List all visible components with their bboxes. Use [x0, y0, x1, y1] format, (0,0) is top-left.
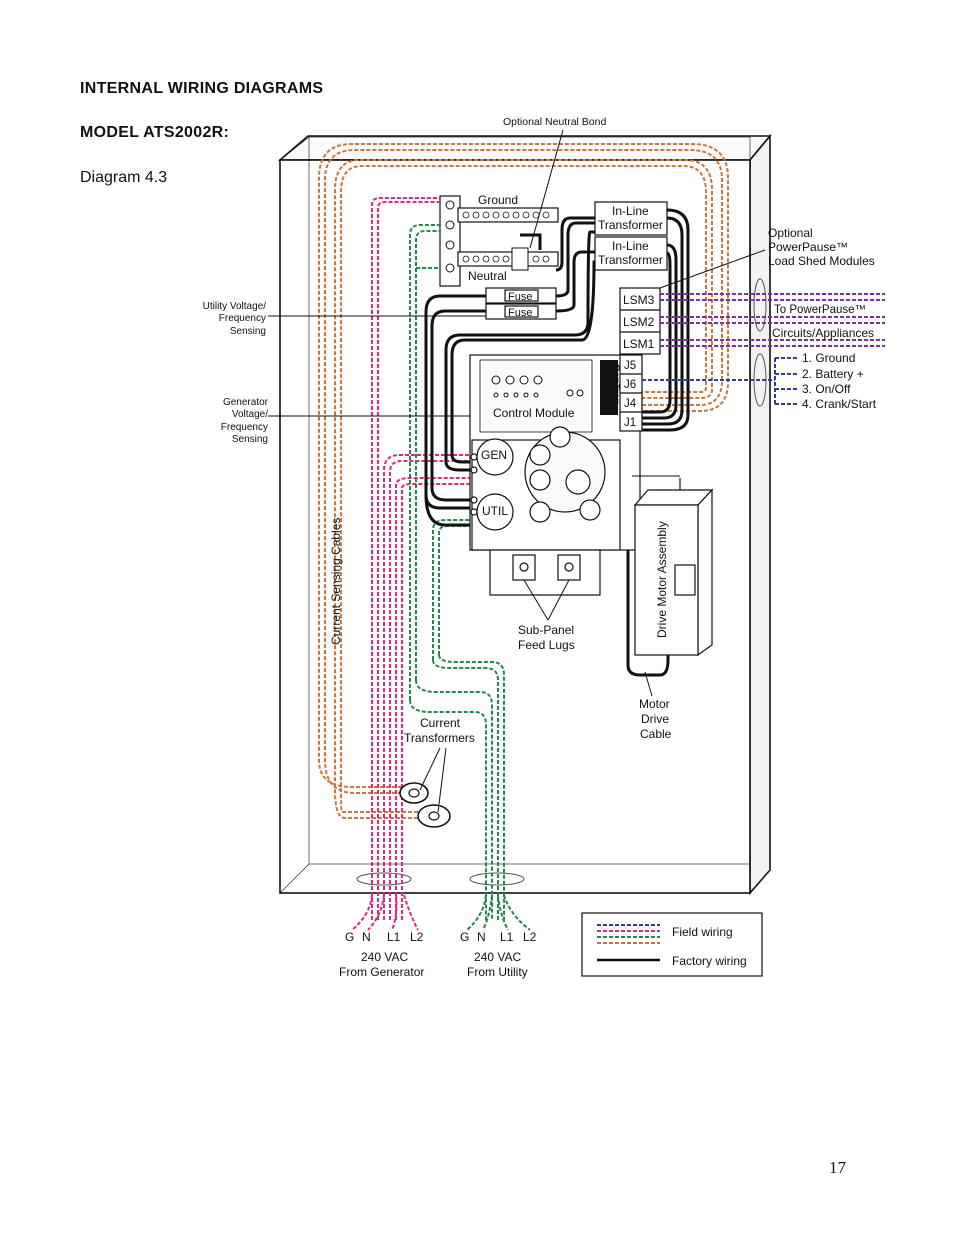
motor-drive-cable-label-1: Motor [639, 697, 670, 711]
inline-transformer-1-line2: Transformer [598, 218, 663, 232]
util-terminal-l1: L1 [500, 930, 514, 944]
legend-factory-wiring: Factory wiring [672, 954, 747, 968]
optional-modules-label-1: Optional [768, 226, 813, 240]
util-source-label-1: 240 VAC [474, 950, 521, 964]
motor-drive-cable-label-3: Cable [640, 727, 672, 741]
motor-drive-cable-label-2: Drive [641, 712, 669, 726]
generator-entry-wires [351, 894, 419, 931]
control-module-label: Control Module [493, 406, 575, 420]
optional-modules-label-2: PowerPause™ [768, 240, 848, 254]
fuse-1-label: Fuse [508, 291, 532, 303]
sub-panel-label-1: Sub-Panel [518, 623, 574, 637]
diagram-label: Diagram 4.3 [80, 169, 168, 186]
gen-terminal-l2: L2 [410, 930, 424, 944]
to-powerpause-label-2: Circuits/Appliances [772, 326, 874, 340]
section-title: INTERNAL WIRING DIAGRAMS [80, 80, 324, 97]
gen-terminal-l1: L1 [387, 930, 401, 944]
ground-neutral-bars [439, 195, 559, 287]
connectors [619, 287, 661, 432]
legend-field-wiring: Field wiring [672, 925, 733, 939]
utility-field-wires [409, 224, 505, 920]
drive-motor-assembly-label: Drive Motor Assembly [655, 521, 669, 638]
lsm-field-wires [660, 293, 885, 347]
gen-source-label-2: From Generator [339, 965, 424, 979]
generator-sensing-label-1: Generator [223, 397, 269, 408]
factory-wires [424, 208, 690, 677]
inline-transformer-1-line1: In-Line [612, 204, 649, 218]
transfer-switch-mechanism [470, 426, 621, 596]
ground-label: Ground [478, 193, 518, 207]
gen-terminal-g: G [345, 930, 354, 944]
current-sensing-cables [318, 143, 729, 819]
lsm2-label: LSM2 [623, 315, 655, 329]
generator-sensing-label-4: Sensing [232, 434, 268, 445]
j6-label: J6 [624, 379, 636, 391]
j5-label: J5 [624, 360, 636, 372]
lsm1-label: LSM1 [623, 337, 655, 351]
j6-pin-2: 2. Battery + [802, 367, 864, 381]
util-terminal-g: G [460, 930, 469, 944]
utility-entry-wires [466, 894, 531, 931]
util-source-label-2: From Utility [467, 965, 528, 979]
gen-label: GEN [481, 448, 507, 462]
j6-field-wires [642, 357, 798, 405]
page-number: 17 [829, 1158, 846, 1177]
util-terminal-n: N [477, 930, 486, 944]
gen-source-label-1: 240 VAC [361, 950, 408, 964]
inline-transformer-2-line2: Transformer [598, 253, 663, 267]
util-label: UTIL [482, 504, 508, 518]
generator-sensing-label-2: Voltage/ [232, 409, 268, 420]
util-terminal-l2: L2 [523, 930, 537, 944]
optional-modules-label-3: Load Shed Modules [768, 254, 875, 268]
j6-pin-3: 3. On/Off [802, 382, 851, 396]
optional-neutral-bond-label: Optional Neutral Bond [503, 116, 606, 128]
inline-transformer-2-line1: In-Line [612, 239, 649, 253]
utility-sensing-label-1: Utility Voltage/ [203, 301, 267, 312]
j6-pin-1: 1. Ground [802, 351, 855, 365]
legend [581, 912, 763, 977]
utility-sensing-label-3: Sensing [230, 326, 266, 337]
j4-label: J4 [624, 398, 637, 410]
j6-pin-4: 4. Crank/Start [802, 397, 877, 411]
sub-panel-label-2: Feed Lugs [518, 638, 575, 652]
fuse-2-label: Fuse [508, 307, 532, 319]
j1-label: J1 [624, 417, 636, 429]
brand-logo: GenTran [610, 364, 621, 405]
to-powerpause-label-1: To PowerPause™ [774, 304, 866, 316]
current-transformers-label-2: Transformers [404, 731, 475, 745]
generator-sensing-label-3: Frequency [221, 422, 268, 433]
utility-sensing-label-2: Frequency [219, 313, 266, 324]
gen-terminal-n: N [362, 930, 371, 944]
drive-motor-assembly [632, 475, 714, 657]
current-sensing-cables-label: Current Sensing Cables [329, 518, 343, 645]
lsm3-label: LSM3 [623, 293, 655, 307]
neutral-label: Neutral [468, 269, 507, 283]
model-title: MODEL ATS2002R: [80, 124, 230, 141]
current-transformers-label-1: Current [420, 716, 461, 730]
